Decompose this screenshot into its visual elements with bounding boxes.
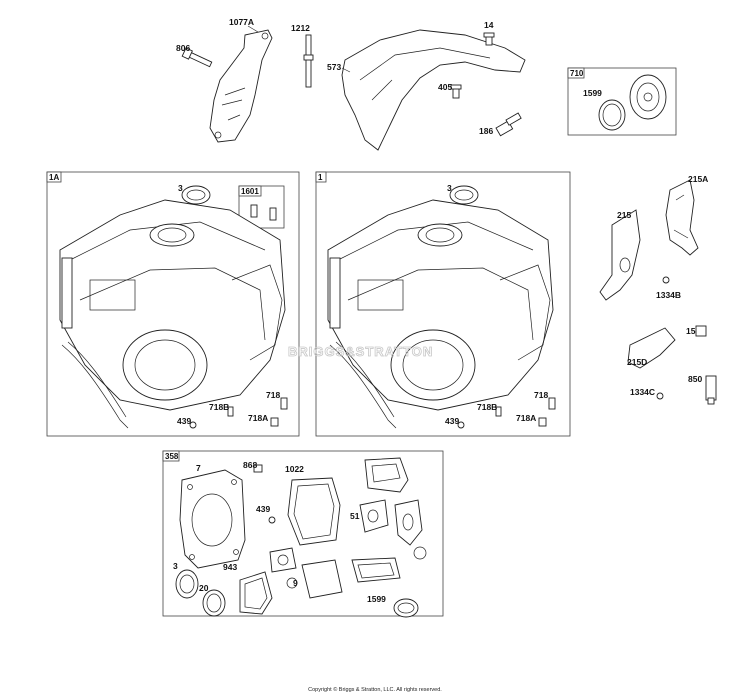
part-405-screw [450,84,462,99]
callout-3-358: 3 [173,561,178,571]
callout-943: 943 [223,562,237,572]
part-1334B-screw [662,276,670,284]
part-15-nut [695,325,707,337]
part-710-cover [629,74,667,120]
part-850-tube [705,375,717,405]
part-439-1 [457,421,465,429]
callout-7: 7 [196,463,201,473]
callout-439-1A: 439 [177,416,191,426]
callout-1599-top: 1599 [583,88,602,98]
callout-3-1A: 3 [178,183,183,193]
part-dipstick-tube-1 [329,344,397,429]
part-806-bolt [181,47,213,68]
box-358-label: 358 [165,452,179,461]
callout-405: 405 [438,82,452,92]
callout-718A-1: 718A [516,413,536,423]
callout-3-1: 3 [447,183,452,193]
part-1-crankcase [327,199,554,411]
part-3-seal-1 [449,185,479,205]
part-943-gasket [239,571,273,615]
part-1A-crankcase [59,199,286,411]
part-dipstick-tube-1A [61,344,129,429]
part-215-shield [599,209,641,301]
copyright-text: Copyright © Briggs & Stratton, LLC. All … [308,687,442,693]
part-3-seal-1A [181,185,211,205]
callout-1334B: 1334B [656,290,681,300]
callout-1212: 1212 [291,23,310,33]
callout-718B-1A: 718B [209,402,229,412]
part-868 [253,464,263,473]
callout-718A-1A: 718A [248,413,268,423]
part-1334C-screw [656,392,664,400]
part-718-pin-1 [548,397,556,410]
part-1599-seal-bottom [393,598,419,618]
part-51-gasket [359,499,389,533]
callout-1077A: 1077A [229,17,254,27]
callout-1022: 1022 [285,464,304,474]
part-1077A-bracket [209,29,273,143]
part-1022-gasket [287,477,341,546]
callout-718-1A: 718 [266,390,280,400]
part-439-1A [189,421,197,429]
callout-1334C: 1334C [630,387,655,397]
callout-806: 806 [176,43,190,53]
part-14-screw [483,32,495,46]
part-358-gasket-a [364,457,409,493]
callout-573: 573 [327,62,341,72]
callout-215D: 215D [627,357,647,367]
callout-718-1: 718 [534,390,548,400]
callout-439-1: 439 [445,416,459,426]
callout-215A: 215A [688,174,708,184]
callout-850: 850 [688,374,702,384]
part-358-gasket-b [394,499,423,546]
part-186-fitting [495,112,522,137]
part-215A-shield [665,179,699,256]
callout-1599-bottom: 1599 [367,594,386,604]
callout-439-358: 439 [256,504,270,514]
callout-215: 215 [617,210,631,220]
callout-15: 15 [686,326,696,336]
part-358-gasket-c [269,547,297,573]
callout-718B-1: 718B [477,402,497,412]
box-1-label: 1 [318,173,323,182]
callout-20: 20 [199,583,209,593]
part-573-shroud [341,29,526,151]
callout-14: 14 [484,20,494,30]
part-3-seal-358 [175,569,199,599]
callout-186: 186 [479,126,493,136]
part-718B-pin-1A [227,406,234,417]
callout-868: 868 [243,460,257,470]
part-7-head-gasket [179,469,246,569]
part-439-358 [268,516,276,524]
part-215D-bracket [627,327,676,369]
callout-9: 9 [293,578,298,588]
callout-51: 51 [350,511,360,521]
box-1601-label: 1601 [241,187,259,196]
watermark: BRIGGS&STRATTON [288,344,433,359]
part-1212-stud [303,34,314,88]
box-710-label: 710 [570,69,584,78]
part-718B-pin-1 [495,406,502,417]
part-20-seal [202,589,226,617]
part-718A-pin-1 [538,417,547,427]
part-9-gasket [301,559,343,599]
part-718-pin-1A [280,397,288,410]
part-358-gasket-d [351,557,401,583]
box-1A-label: 1A [49,173,59,182]
part-718A-pin-1A [270,417,279,427]
